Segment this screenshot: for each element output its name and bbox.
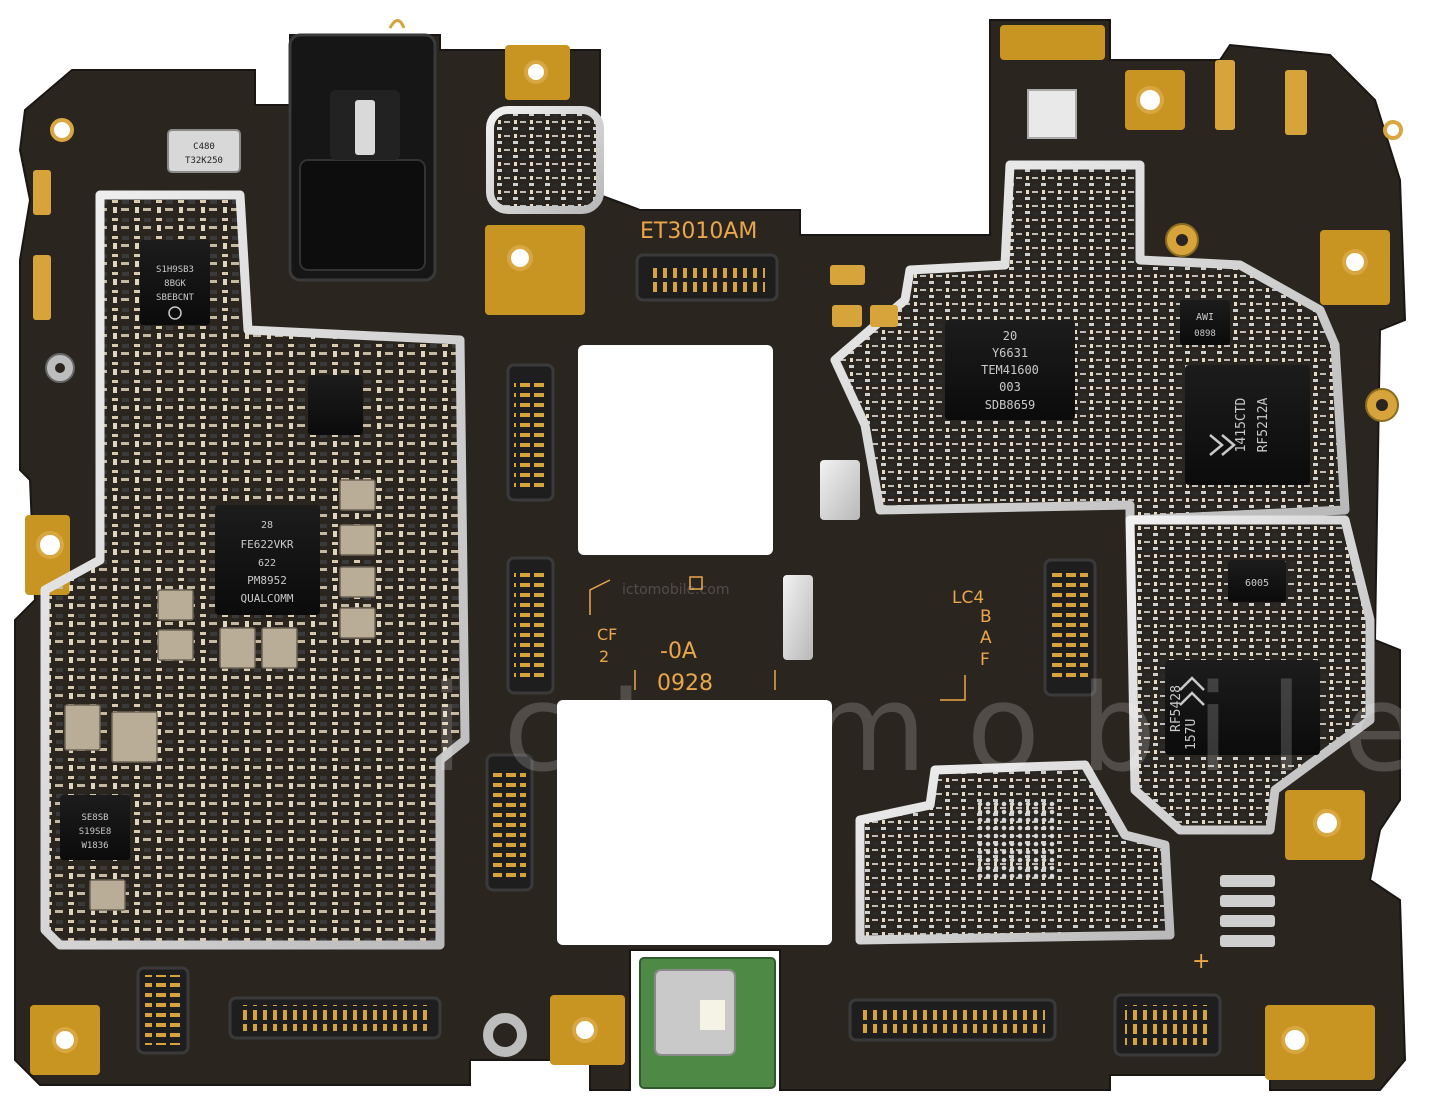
silk-a-label: A bbox=[980, 628, 992, 648]
rf-a-line-5: SDB8659 bbox=[985, 398, 1036, 412]
small-1-line-2: 8BGK bbox=[164, 279, 186, 289]
rf-logo-icon bbox=[1209, 434, 1236, 456]
small-1-line-1: S1H9SB3 bbox=[156, 265, 194, 275]
rf-transceiver-chip: 20 Y6631 TEM41600 003 SDB8659 bbox=[945, 320, 1075, 420]
rf-b-line-1: RF5212A bbox=[1256, 397, 1271, 452]
rf-c-line-2: 157U bbox=[1184, 719, 1199, 750]
pmic-chip: 28 FE622VKR 622 PM8952 QUALCOMM bbox=[215, 505, 320, 615]
bga-array bbox=[975, 800, 1055, 880]
small-chip-top-left: S1H9SB3 8BGK SBEBCNT bbox=[140, 240, 210, 325]
plus-label: + bbox=[1192, 949, 1210, 974]
pmic-line-1: QUALCOMM bbox=[241, 592, 294, 605]
small-1-line-3: SBEBCNT bbox=[156, 293, 195, 303]
cf-number-label: 2 bbox=[599, 647, 609, 666]
rf-c-line-1: RF5428 bbox=[1169, 685, 1184, 732]
lc4-label: LC4 bbox=[952, 588, 984, 608]
pmic-line-3: FE622VKR bbox=[241, 538, 294, 551]
pmic-line-4: 28 bbox=[261, 520, 273, 531]
rf5212a-chip: RF5212A 1415CTD bbox=[1185, 365, 1310, 485]
chip-6005: 6005 bbox=[1228, 560, 1286, 602]
mounting-holes bbox=[36, 60, 1403, 1054]
silver-component bbox=[820, 460, 860, 520]
rf-a-line-2: Y6631 bbox=[992, 346, 1028, 360]
small-chip-mid-left bbox=[308, 375, 363, 435]
side-contacts bbox=[33, 60, 1307, 327]
watermark-url: ictomobile.com bbox=[622, 582, 729, 598]
cutout-upper bbox=[578, 345, 773, 555]
pmic-line-5: 622 bbox=[258, 558, 276, 569]
rf-logo-icon bbox=[1179, 676, 1205, 706]
small-2-line-3: SE8SB bbox=[81, 813, 108, 823]
ring-contact bbox=[483, 1013, 527, 1057]
green-sensor-module bbox=[639, 957, 776, 1089]
date-code-label: 0928 bbox=[657, 671, 713, 696]
rf-a-line-1: 20 bbox=[1003, 329, 1017, 343]
inductors bbox=[64, 479, 376, 911]
chip-6005-label: 6005 bbox=[1245, 578, 1269, 589]
small-2-line-2: S19SE8 bbox=[79, 827, 112, 837]
awi-chip: AWI 0898 bbox=[1180, 300, 1230, 345]
cf-label: CF bbox=[597, 625, 617, 644]
watermark-text: ictomobile bbox=[430, 660, 1431, 799]
top-small-shield bbox=[486, 106, 604, 214]
rf-a-line-4: 003 bbox=[999, 380, 1021, 394]
bottom-right-pads bbox=[1220, 875, 1275, 947]
rev-label: -0A bbox=[660, 639, 697, 664]
rf-a-line-3: TEM41600 bbox=[981, 363, 1039, 377]
crystal-oscillator: C480 T32K250 bbox=[167, 129, 241, 173]
board-connectors bbox=[136, 253, 1222, 1057]
silk-f-label: F bbox=[980, 650, 990, 670]
rf-connectors bbox=[45, 223, 1399, 422]
rf5428-chip: RF5428 157U bbox=[1165, 660, 1320, 755]
silver-component bbox=[783, 575, 813, 660]
awi-line-2: 0898 bbox=[1194, 329, 1216, 339]
microphone-pad bbox=[1027, 89, 1077, 139]
pmic-line-2: PM8952 bbox=[247, 574, 287, 587]
crystal-line-1: C480 bbox=[193, 142, 215, 152]
crystal-line-2: T32K250 bbox=[185, 156, 223, 166]
small-2-line-1: W1836 bbox=[81, 841, 108, 851]
awi-line-1: AWI bbox=[1196, 312, 1214, 323]
rf-b-line-2: 1415CTD bbox=[1234, 397, 1249, 452]
silk-b-label: B bbox=[980, 607, 992, 627]
small-chip-bottom-left: SE8SB S19SE8 W1836 bbox=[60, 795, 130, 860]
board-id-label: ET3010AM bbox=[640, 219, 757, 244]
headphone-jack bbox=[288, 19, 437, 282]
cutout-lower bbox=[557, 700, 832, 945]
silk-frame bbox=[589, 576, 966, 701]
